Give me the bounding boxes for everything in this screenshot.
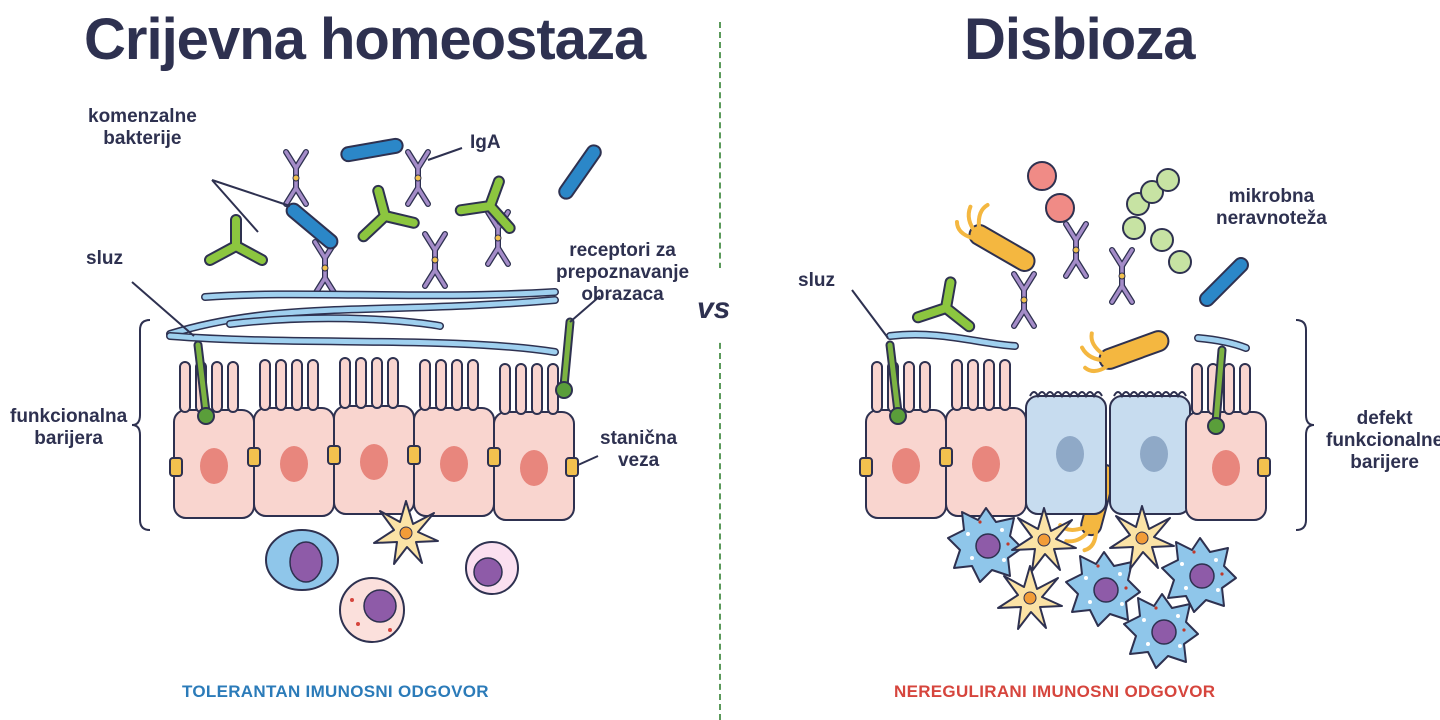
- right-footer: NEREGULIRANI IMUNOSNI ODGOVOR: [894, 682, 1216, 701]
- right-mucus: [886, 330, 1250, 352]
- left-immune-cells: [265, 500, 519, 643]
- label-functional-barrier: funkcionalna barijera: [10, 406, 128, 449]
- left-mucus: [166, 288, 559, 356]
- label-mucus-left: sluz: [86, 248, 123, 269]
- vs-label: vs: [697, 292, 731, 325]
- right-epithelium: [859, 340, 1271, 521]
- panel-divider: [719, 22, 721, 720]
- label-barrier-defect: defekt funkcionalne barijere: [1326, 408, 1440, 473]
- left-footer: TOLERANTAN IMUNOSNI ODGOVOR: [182, 682, 489, 701]
- label-iga: IgA: [470, 132, 501, 153]
- left-epithelium: [169, 317, 579, 521]
- label-mucus-right: sluz: [798, 270, 835, 291]
- left-leader-lines: [131, 147, 601, 531]
- left-title: Crijevna homeostaza: [84, 7, 646, 72]
- right-title: Disbioza: [964, 7, 1195, 72]
- label-microbial-imbalance: mikrobna neravnoteža: [1216, 186, 1327, 229]
- label-cell-junction: stanična veza: [600, 428, 678, 471]
- divider-gap: [712, 268, 728, 342]
- right-leader-lines: [851, 289, 1315, 531]
- label-pattern-receptors: receptori za prepoznavanje obrazaca: [556, 240, 690, 305]
- label-commensal-bacteria: komenzalne bakterije: [88, 106, 197, 149]
- right-microbes: [918, 161, 1241, 552]
- left-bacteria: [210, 146, 594, 294]
